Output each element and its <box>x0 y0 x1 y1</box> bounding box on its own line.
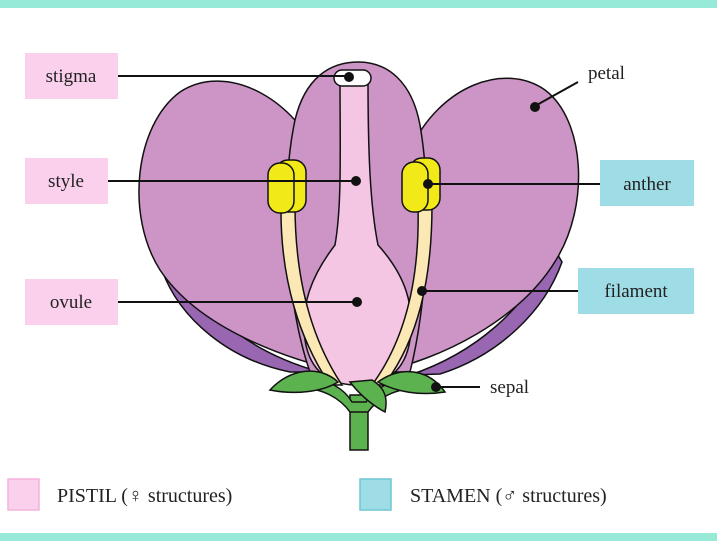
pointer-dot-ovule <box>352 297 362 307</box>
pointer-dot-anther <box>423 179 433 189</box>
label-filament: filament <box>604 281 668 302</box>
label-style: style <box>48 171 84 192</box>
pointer-dot-sepal <box>431 382 441 392</box>
anther-left-front <box>268 163 294 213</box>
label-sepal: sepal <box>490 377 529 398</box>
label-anther: anther <box>623 174 671 195</box>
label-stigma: stigma <box>46 66 97 87</box>
pointer-dot-petal <box>530 102 540 112</box>
pointer-dot-filament <box>417 286 427 296</box>
legend-swatch-stamen <box>360 479 391 510</box>
label-ovule: ovule <box>50 292 92 313</box>
pointer-dot-stigma <box>344 72 354 82</box>
label-petal: petal <box>588 63 625 84</box>
pointer-dot-style <box>351 176 361 186</box>
legend-stamen: STAMEN (♂ structures) <box>410 485 607 507</box>
legend-swatch-pistil <box>8 479 39 510</box>
legend-pistil: PISTIL (♀ structures) <box>57 485 232 507</box>
